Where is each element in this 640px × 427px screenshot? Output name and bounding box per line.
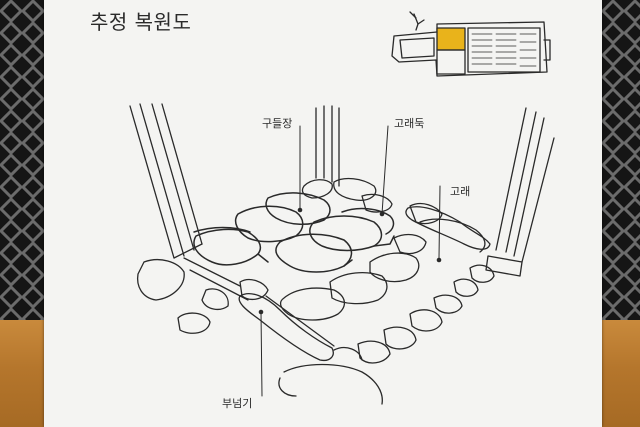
label-gorae: 고래 [450, 185, 471, 198]
gudeuljang-slabs [193, 192, 395, 273]
diagram-board: 추정 복원도 [44, 0, 602, 427]
north-arrow-icon [409, 11, 425, 31]
diagram-title: 추정 복원도 [90, 10, 192, 34]
left-mesh-frame [0, 0, 44, 320]
left-channel-stones [136, 257, 269, 334]
leader-dots [258, 207, 442, 315]
label-buneomgi: 부넘기 [222, 397, 253, 410]
site-plan-inset [391, 21, 551, 77]
middle-stones [279, 233, 427, 321]
right-mesh-frame [602, 0, 640, 320]
right-channel-stones [278, 202, 495, 405]
left-pillar [129, 103, 203, 259]
back-pillars [315, 105, 340, 187]
leader-lines [260, 125, 441, 397]
buneomgi-stone [238, 293, 335, 362]
label-goraetuk: 고래둑 [394, 117, 425, 130]
right-pillar [485, 107, 555, 277]
label-gudeuljang: 구들장 [262, 117, 293, 130]
ondol-reconstruction-drawing [129, 11, 555, 405]
